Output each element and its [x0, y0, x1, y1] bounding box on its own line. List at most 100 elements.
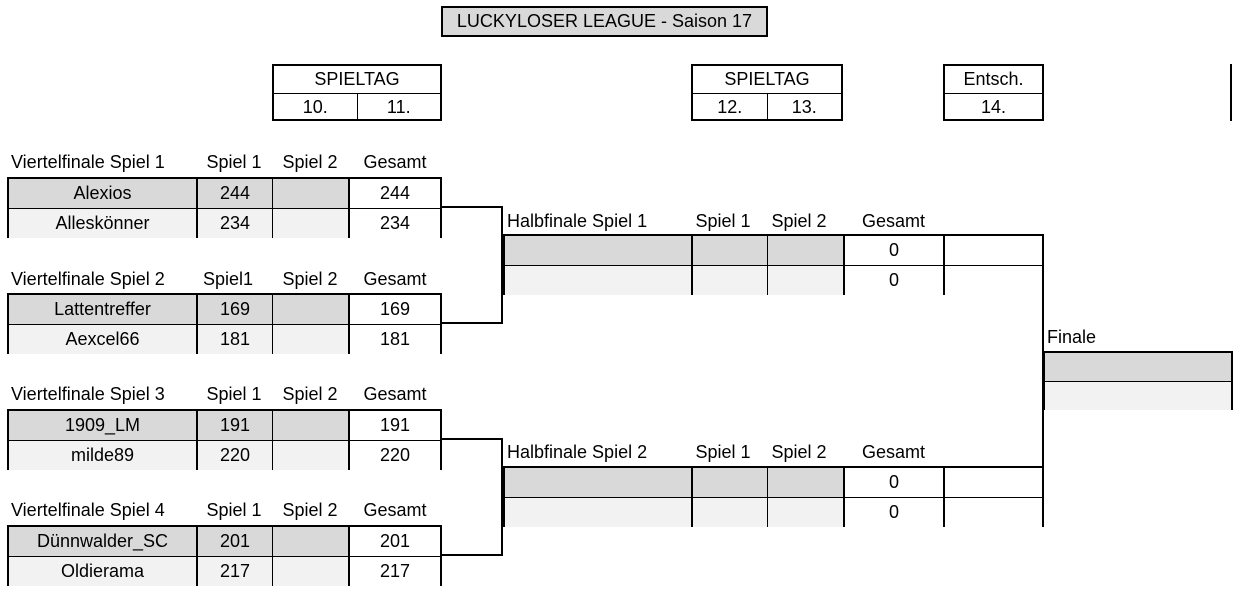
score-gesamt: 0 [843, 236, 943, 265]
qf3-col-spiel2: Spiel 2 [282, 384, 338, 404]
spieltag-header: SPIELTAG [693, 66, 841, 94]
qf4-label: Viertelfinale Spiel 4 [11, 500, 165, 520]
score-spiel2 [767, 236, 843, 265]
qf2-label: Viertelfinale Spiel 2 [11, 269, 165, 289]
bracket-line [501, 438, 503, 556]
score-spiel1 [691, 266, 767, 295]
score-spiel2 [272, 441, 348, 470]
table-row [1045, 381, 1231, 410]
spieltag-day: 10. [302, 97, 328, 117]
team-name [505, 266, 691, 295]
score-spiel1: 234 [196, 209, 272, 238]
qf1-col-spiel1: Spiel 1 [206, 152, 262, 172]
score-spiel1: 220 [196, 441, 272, 470]
table-row: 0 [505, 468, 1042, 497]
score-extra [943, 236, 1042, 265]
score-spiel2 [767, 266, 843, 295]
qf2-table: Lattentreffer 169 169 Aexcel66 181 181 [7, 293, 442, 354]
qf1-col-spiel2: Spiel 2 [282, 152, 338, 172]
qf2-col-gesamt: Gesamt [363, 269, 427, 289]
table-row: Dünnwalder_SC 201 201 [9, 527, 440, 556]
entscheidung-block: Entsch. 14. [943, 64, 1044, 121]
qf4-col-gesamt: Gesamt [363, 500, 427, 520]
sf2-col-spiel2: Spiel 2 [771, 442, 827, 462]
team-name [505, 468, 691, 497]
score-extra [943, 498, 1042, 527]
score-gesamt: 217 [348, 557, 440, 586]
score-spiel1: 169 [196, 295, 272, 324]
bracket-line [440, 206, 503, 208]
score-spiel2 [272, 179, 348, 208]
score-spiel2 [272, 557, 348, 586]
table-row: 0 [505, 497, 1042, 527]
score-extra [943, 468, 1042, 497]
sf1-col-spiel1: Spiel 1 [695, 211, 751, 231]
table-row: 1909_LM 191 191 [9, 411, 440, 440]
team-name: milde89 [9, 441, 196, 470]
team-name: Dünnwalder_SC [9, 527, 196, 556]
score-spiel1: 201 [196, 527, 272, 556]
score-spiel1: 217 [196, 557, 272, 586]
qf4-table: Dünnwalder_SC 201 201 Oldierama 217 217 [7, 525, 442, 586]
bracket-line [440, 322, 503, 324]
score-spiel1: 244 [196, 179, 272, 208]
team-name: Lattentreffer [9, 295, 196, 324]
spieltag-day: 14. [980, 97, 1007, 117]
table-row: milde89 220 220 [9, 440, 440, 470]
team-name [1045, 353, 1231, 381]
bracket-line [440, 554, 503, 556]
qf2-col-spiel2: Spiel 2 [282, 269, 338, 289]
score-spiel1: 181 [196, 325, 272, 354]
score-spiel1 [691, 468, 767, 497]
team-name [1045, 382, 1231, 410]
score-spiel2 [272, 527, 348, 556]
spieltag-day: 13. [766, 94, 842, 121]
table-row: 0 [505, 236, 1042, 265]
sf1-label: Halbfinale Spiel 1 [507, 211, 648, 231]
spieltag-day: 11. [356, 94, 441, 121]
table-row: Lattentreffer 169 169 [9, 295, 440, 324]
final-label: Finale [1047, 327, 1097, 347]
score-gesamt: 244 [348, 179, 440, 208]
league-title: LUCKYLOSER LEAGUE - Saison 17 [441, 6, 768, 37]
table-row [1045, 353, 1231, 381]
qf3-col-gesamt: Gesamt [363, 384, 427, 404]
team-name: Aexcel66 [9, 325, 196, 354]
sf2-label: Halbfinale Spiel 2 [507, 442, 648, 462]
score-spiel1: 191 [196, 411, 272, 440]
score-gesamt: 181 [348, 325, 440, 354]
score-spiel2 [767, 498, 843, 527]
qf4-col-spiel1: Spiel 1 [206, 500, 262, 520]
bracket-line [501, 206, 503, 324]
team-name [505, 236, 691, 265]
qf1-table: Alexios 244 244 Alleskönner 234 234 [7, 177, 442, 238]
clipped-block-edge [1230, 64, 1232, 121]
sf2-table: 0 0 [503, 466, 1044, 527]
score-spiel1 [691, 498, 767, 527]
score-gesamt: 201 [348, 527, 440, 556]
score-extra [943, 266, 1042, 295]
table-row: Aexcel66 181 181 [9, 324, 440, 354]
sf2-col-spiel1: Spiel 1 [695, 442, 751, 462]
score-gesamt: 234 [348, 209, 440, 238]
qf3-table: 1909_LM 191 191 milde89 220 220 [7, 409, 442, 470]
score-gesamt: 169 [348, 295, 440, 324]
sf2-col-gesamt: Gesamt [861, 442, 926, 462]
score-spiel2 [272, 411, 348, 440]
sf1-col-spiel2: Spiel 2 [771, 211, 827, 231]
score-gesamt: 220 [348, 441, 440, 470]
score-gesamt: 0 [843, 266, 943, 295]
table-row: 0 [505, 265, 1042, 295]
bracket-line [440, 438, 503, 440]
team-name: Oldierama [9, 557, 196, 586]
spieltag-header: SPIELTAG [274, 66, 440, 94]
team-name: Alleskönner [9, 209, 196, 238]
score-gesamt: 191 [348, 411, 440, 440]
score-gesamt: 0 [843, 468, 943, 497]
team-name: Alexios [9, 179, 196, 208]
sf1-table: 0 0 [503, 234, 1044, 295]
score-spiel2 [272, 209, 348, 238]
final-table [1043, 351, 1233, 410]
qf3-col-spiel1: Spiel 1 [206, 384, 262, 404]
score-spiel2 [272, 325, 348, 354]
